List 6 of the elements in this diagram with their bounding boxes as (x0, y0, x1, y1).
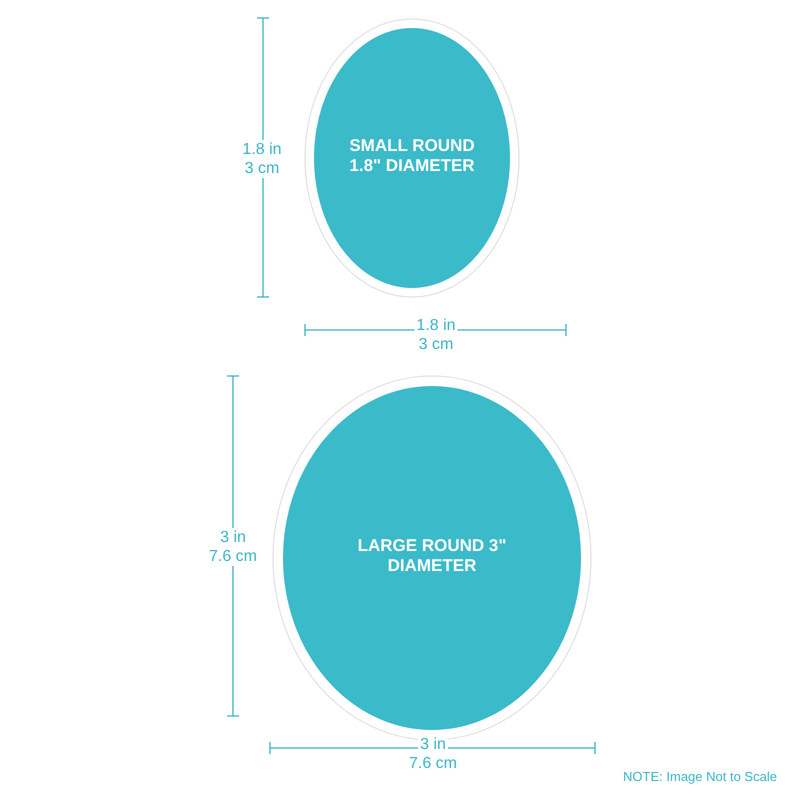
dimension-label: 3 cm (242, 159, 282, 178)
dimension-label: 7.6 cm (207, 547, 259, 566)
round-sticker (304, 18, 520, 298)
dimension-label: 3 in (218, 528, 248, 547)
sticker-label: LARGE ROUND 3" DIAMETER (358, 536, 506, 575)
sticker-label: SMALL ROUND 1.8" DIAMETER (349, 136, 475, 175)
